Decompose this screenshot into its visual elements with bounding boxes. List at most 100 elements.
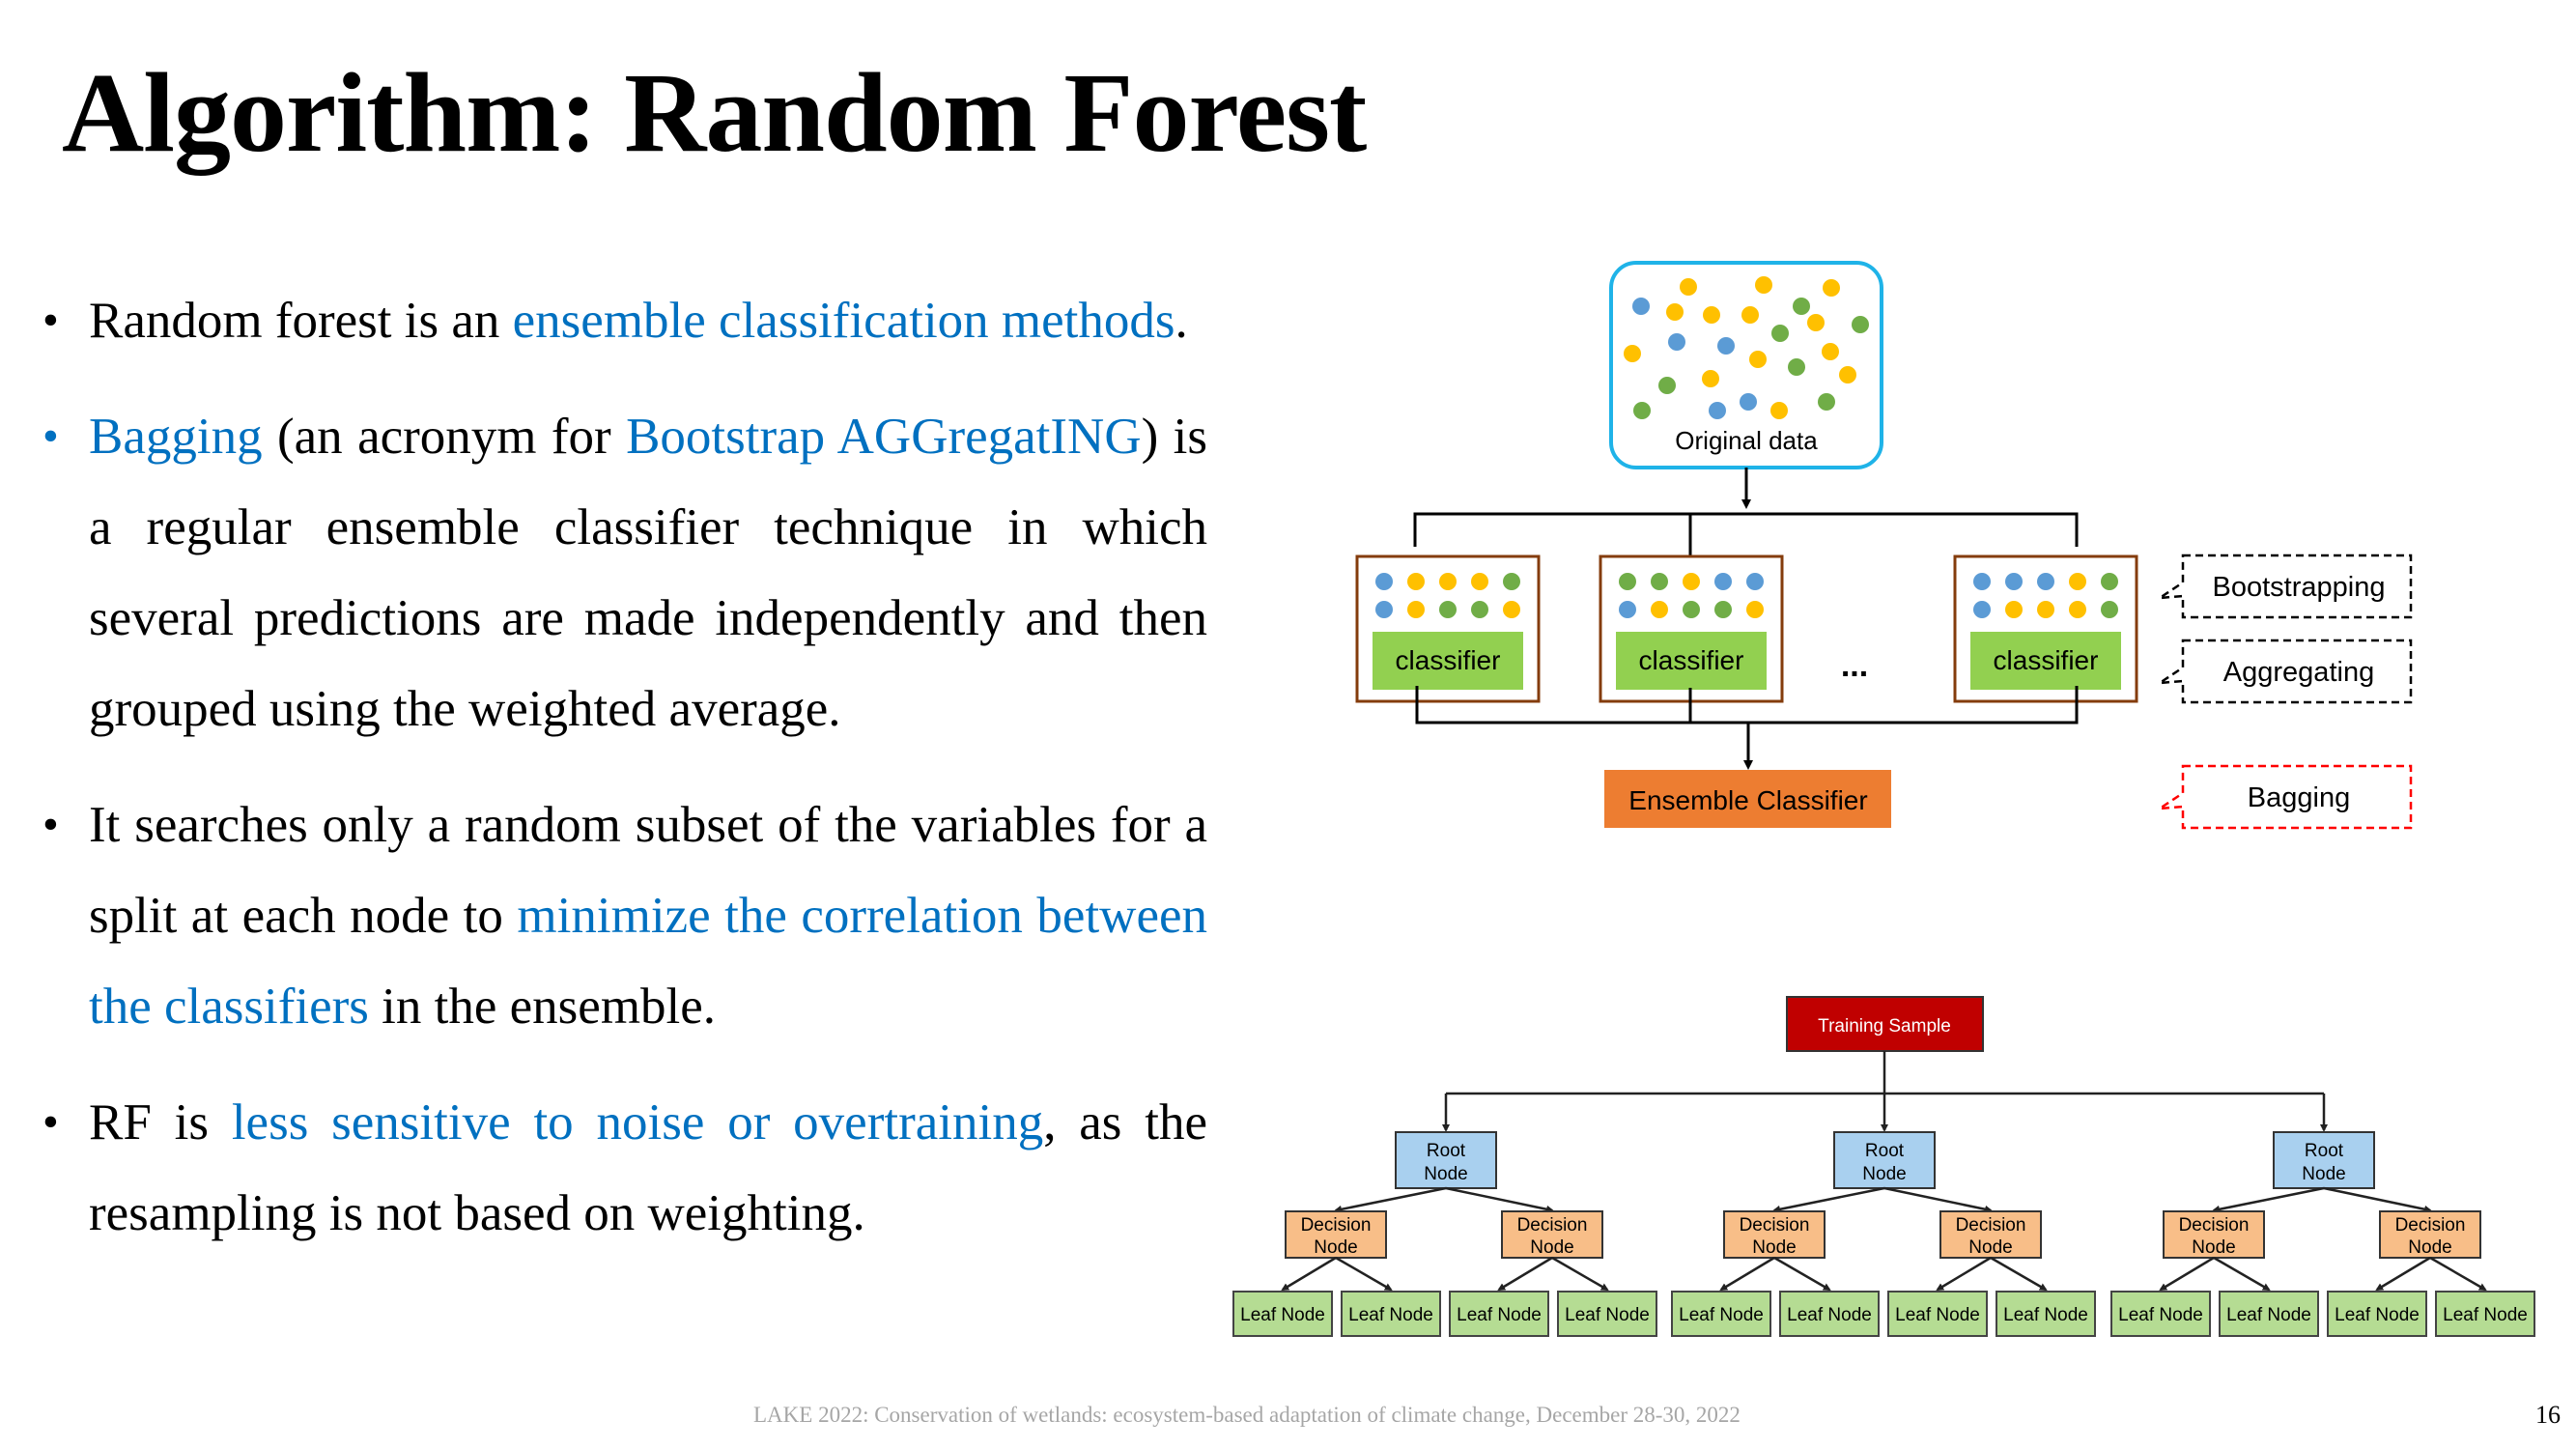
leaf-node [1887, 1291, 1988, 1337]
root-node [2273, 1131, 2375, 1189]
bullet-icon: • [42, 411, 59, 462]
arrow [1334, 1186, 1447, 1213]
arrow [1551, 1256, 1609, 1292]
data-point [1770, 402, 1788, 419]
arrow [1335, 1256, 1393, 1292]
classifier-label: classifier [1994, 645, 2099, 675]
decision-node-label: Decision [1517, 1215, 1588, 1236]
decision-node [1285, 1210, 1387, 1259]
leaf-node-label: Leaf Node [2335, 1305, 2420, 1325]
sample-point [1407, 573, 1425, 590]
ellipsis: ... [1841, 647, 1868, 684]
leaf-node-label: Leaf Node [1565, 1305, 1650, 1325]
decision-node-label: Decision [1956, 1215, 2026, 1236]
root-node-label: Root [1865, 1141, 1905, 1161]
leaf-node-label: Leaf Node [1348, 1305, 1433, 1325]
sample-point [1503, 573, 1520, 590]
leaf-node-label: Leaf Node [1679, 1305, 1764, 1325]
sample-point [1714, 573, 1732, 590]
leaf-node-label: Leaf Node [2003, 1305, 2088, 1325]
bullet-text: , as the resampling is not based on weig… [89, 1094, 1207, 1241]
leaf-node-label: Leaf Node [2226, 1305, 2311, 1325]
highlighted-term: Bootstrap AGGregatING [626, 409, 1142, 465]
root-node-label: Root [1427, 1141, 1466, 1161]
sample-point [2101, 573, 2118, 590]
leaf-node-label: Leaf Node [1787, 1305, 1872, 1325]
sample-point [2069, 601, 2086, 618]
arrow [2159, 1256, 2215, 1292]
decision-node-label: Node [1968, 1237, 2012, 1258]
highlighted-term: ensemble classification methods [512, 293, 1175, 349]
sample-point [1746, 601, 1764, 618]
arrow [1719, 1256, 1775, 1292]
bullet-icon: • [42, 1096, 59, 1148]
sample-point [2005, 601, 2023, 618]
data-point [1703, 306, 1720, 324]
root-node-label: Root [2305, 1141, 2344, 1161]
decision-node-label: Node [1752, 1237, 1796, 1258]
sample-point [1651, 573, 1668, 590]
decision-node-label: Node [1314, 1237, 1357, 1258]
arrow [2375, 1256, 2431, 1292]
leaf-node-label: Leaf Node [2443, 1305, 2528, 1325]
arrow [2429, 1256, 2487, 1292]
arrow [2213, 1256, 2271, 1292]
arrow [1772, 1186, 1885, 1213]
data-point [1741, 306, 1759, 324]
bullet-item: •Bagging (an acronym for Bootstrap AGGre… [39, 391, 1207, 754]
leaf-node [1232, 1291, 1333, 1337]
training-sample-label: Training Sample [1818, 1016, 1951, 1037]
sample-point [2037, 573, 2054, 590]
leaf-node-label: Leaf Node [1240, 1305, 1325, 1325]
sample-point [1973, 601, 1991, 618]
sample-point [1407, 601, 1425, 618]
data-point [1788, 358, 1805, 376]
data-point [1749, 351, 1767, 368]
decision-node [2163, 1210, 2265, 1259]
annotation-label: Bootstrapping [2213, 572, 2386, 603]
sample-point [1683, 601, 1700, 618]
arrow [1936, 1256, 1992, 1292]
bullet-text: It searches only a random subset of the … [89, 797, 1207, 944]
classifier-box [1373, 632, 1523, 690]
annotation-label: Bagging [2248, 782, 2350, 813]
annotation-callout [2159, 554, 2413, 619]
leaf-node [2219, 1291, 2319, 1337]
bullet-text: Random forest is an [89, 293, 513, 349]
leaf-node [1996, 1291, 2096, 1337]
sample-point [1714, 601, 1732, 618]
bullet-item: • Random forest is an ensemble classifica… [39, 275, 1207, 366]
data-point [1632, 298, 1650, 315]
arrow [1990, 1256, 2048, 1292]
bullet-text: ) is a regular ensemble classifier techn… [89, 409, 1207, 737]
sample-point [2069, 573, 2086, 590]
slide-title: Algorithm: Random Forest [62, 49, 1367, 176]
decision-node-label: Decision [1740, 1215, 1810, 1236]
leaf-node-label: Leaf Node [2118, 1305, 2203, 1325]
arrow [1445, 1186, 1554, 1213]
sample-point [1683, 573, 1700, 590]
decision-node-label: Decision [1301, 1215, 1372, 1236]
connector [1413, 512, 2079, 547]
original-data-label: Original data [1675, 426, 1818, 455]
leaf-node [1449, 1291, 1549, 1337]
decision-node [1501, 1210, 1603, 1259]
root-node [1395, 1131, 1497, 1189]
sample-point [2005, 573, 2023, 590]
data-point [1668, 333, 1685, 351]
data-point [1717, 337, 1735, 355]
data-point [1793, 298, 1810, 315]
arrow [1281, 1256, 1337, 1292]
bullet-icon: • [42, 295, 59, 346]
data-point [1680, 278, 1697, 296]
leaf-node [1671, 1291, 1771, 1337]
decision-node-label: Node [2408, 1237, 2451, 1258]
data-point [1807, 314, 1825, 331]
data-point [1771, 325, 1789, 342]
decision-node-label: Node [1530, 1237, 1573, 1258]
arrow [2323, 1186, 2432, 1213]
decision-node-label: Node [2192, 1237, 2235, 1258]
data-point [1624, 345, 1641, 362]
ensemble-classifier-label: Ensemble Classifier [1628, 785, 1867, 815]
